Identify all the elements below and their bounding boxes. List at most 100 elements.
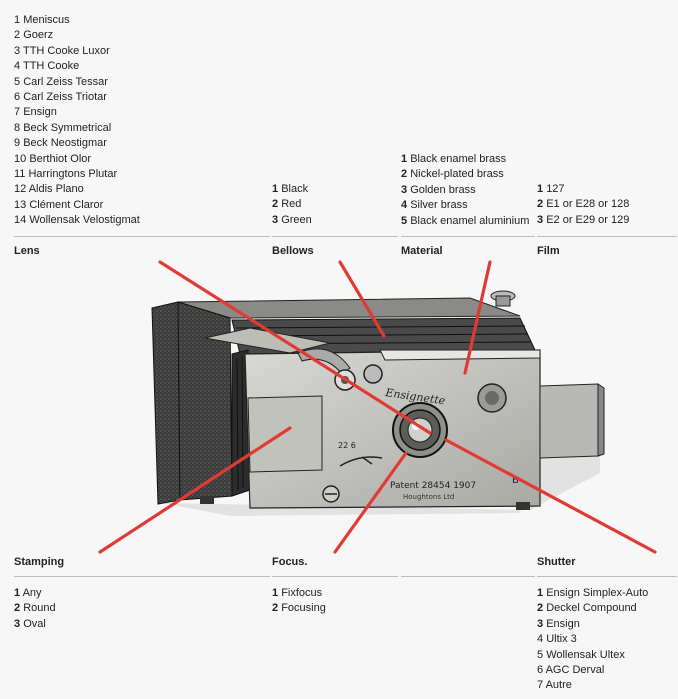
shutter-option-number: 2 (537, 602, 544, 615)
bellows-option-number: 1 (272, 183, 279, 195)
stamping-option[interactable]: 3 Oval (14, 617, 56, 632)
lens-option[interactable]: 4 TTH Cooke (14, 59, 140, 74)
film-option-number: 3 (537, 213, 544, 226)
lens-option-number: 9 (14, 137, 21, 150)
front-standard-edge (379, 349, 541, 361)
stamping-rule (14, 576, 270, 577)
focus-option[interactable]: 2 Focusing (272, 601, 326, 616)
pointer-lens (158, 260, 432, 435)
stamping-option-number: 1 (14, 587, 21, 599)
winding-knob-stem (495, 295, 511, 307)
shutter-option-label: Deckel Compound (546, 602, 637, 615)
lens-rule (14, 236, 270, 237)
bellows-option[interactable]: 3 Green (272, 213, 312, 228)
lens-option[interactable]: 13 Clément Claror (14, 198, 140, 213)
lens-option-number: 8 (14, 121, 21, 134)
top-knob (363, 364, 383, 384)
focus-rule (272, 576, 398, 577)
bellows-option[interactable]: 2 Red (272, 197, 312, 212)
material-option-label: Nickel-plated brass (410, 168, 504, 181)
bellows-rule (272, 236, 398, 237)
film-option-number: 1 (537, 183, 544, 195)
lens-option[interactable]: 9 Beck Neostigmar (14, 136, 140, 151)
shutter-option[interactable]: 1 Ensign Simplex-Auto (537, 586, 648, 601)
material-option-number: 4 (401, 199, 408, 212)
material-option[interactable]: 1 Black enamel brass (401, 152, 529, 167)
shutter-option[interactable]: 2 Deckel Compound (537, 601, 648, 616)
material-option[interactable]: 3 Golden brass (401, 183, 529, 198)
lens-option[interactable]: 10 Berthiot Olor (14, 152, 140, 167)
lens-option-label: Ensign (23, 106, 57, 119)
material-option[interactable]: 5 Black enamel aluminium (401, 214, 529, 229)
lens-option[interactable]: 11 Harringtons Plutar (14, 167, 140, 182)
shutter-option-label: AGC Derval (545, 663, 605, 676)
material-option-label: Golden brass (410, 183, 476, 196)
camera-body-top (177, 297, 521, 319)
shutter-option[interactable]: 6 AGC Derval (537, 663, 648, 678)
stamping-option-label: Any (22, 587, 42, 599)
material-option[interactable]: 2 Nickel-plated brass (401, 167, 529, 182)
film-option-label: E2 or E29 or 129 (546, 213, 630, 226)
bellows-header: Bellows (272, 245, 314, 257)
shutter-option[interactable]: 7 Autre (537, 678, 648, 693)
film-option[interactable]: 2 E1 or E28 or 128 (537, 197, 629, 212)
stamping-option[interactable]: 2 Round (14, 601, 56, 616)
film-option-label: 127 (546, 183, 565, 195)
empty-column-rule (401, 576, 535, 577)
focus-option[interactable]: 1 Fixfocus (272, 586, 326, 601)
shutter-option-label: Autre (545, 679, 572, 692)
stamping-option[interactable]: 1 Any (14, 586, 56, 601)
lens-option-label: Carl Zeiss Triotar (23, 90, 107, 103)
lens-door (247, 395, 323, 473)
film-header: Film (537, 245, 560, 257)
lens-option[interactable]: 8 Beck Symmetrical (14, 121, 140, 136)
lens-option-label: Clément Claror (29, 198, 104, 211)
bellows-option-label: Green (281, 213, 312, 226)
shutter-option[interactable]: 4 Ultix 3 (537, 632, 648, 647)
film-option[interactable]: 3 E2 or E29 or 129 (537, 213, 629, 228)
pointer-focus (333, 451, 408, 554)
lens-option[interactable]: 3 TTH Cooke Luxor (14, 44, 140, 59)
lens-option[interactable]: 1 Meniscus (14, 13, 140, 28)
shutter-option-number: 3 (537, 617, 544, 630)
lens-option-label: TTH Cooke (22, 60, 80, 73)
pointer-bellows (338, 260, 386, 338)
pointer-stamping (98, 426, 292, 554)
shutter-option[interactable]: 5 Wollensak Ultex (537, 648, 648, 663)
lens-option-label: Beck Symmetrical (23, 121, 112, 134)
shutter-option[interactable]: 3 Ensign (537, 617, 648, 632)
focus-option-number: 1 (272, 587, 279, 599)
shutter-header: Shutter (537, 556, 576, 568)
lens-option-number: 1 (14, 14, 21, 26)
stamping-option-label: Oval (23, 617, 46, 630)
lens-option-label: Carl Zeiss Tessar (23, 75, 108, 88)
stamping-option-label: Round (23, 602, 56, 615)
lens-option-label: Goerz (23, 29, 54, 42)
shutter-option-number: 1 (537, 587, 544, 599)
lens-option[interactable]: 5 Carl Zeiss Tessar (14, 75, 140, 90)
lens-option[interactable]: 7 Ensign (14, 105, 140, 120)
shutter-mark-text: B (512, 475, 519, 486)
lens-option-number: 7 (14, 106, 21, 119)
aperture-scale (339, 456, 383, 467)
lens-option-number: 11 (14, 167, 26, 180)
lens-option[interactable]: 12 Aldis Plano (14, 182, 140, 197)
film-option[interactable]: 1 127 (537, 182, 629, 197)
bellows-option-number: 2 (272, 198, 279, 211)
viewfinder-glass (485, 391, 499, 405)
material-option-label: Black enamel aluminium (410, 214, 530, 227)
lens-option-number: 2 (14, 29, 21, 42)
foot-right (516, 502, 530, 510)
lens-option-number: 6 (14, 90, 21, 103)
lens-option[interactable]: 14 Wollensak Velostigmat (14, 213, 140, 228)
lens-option-number: 10 (14, 152, 27, 165)
focus-option-number: 2 (272, 602, 279, 615)
lens-header: Lens (14, 245, 40, 257)
lens-option[interactable]: 6 Carl Zeiss Triotar (14, 90, 140, 105)
material-option[interactable]: 4 Silver brass (401, 198, 529, 213)
lens-option[interactable]: 2 Goerz (14, 28, 140, 43)
bellows-option[interactable]: 1 Black (272, 182, 312, 197)
film-option-number: 2 (537, 198, 544, 211)
